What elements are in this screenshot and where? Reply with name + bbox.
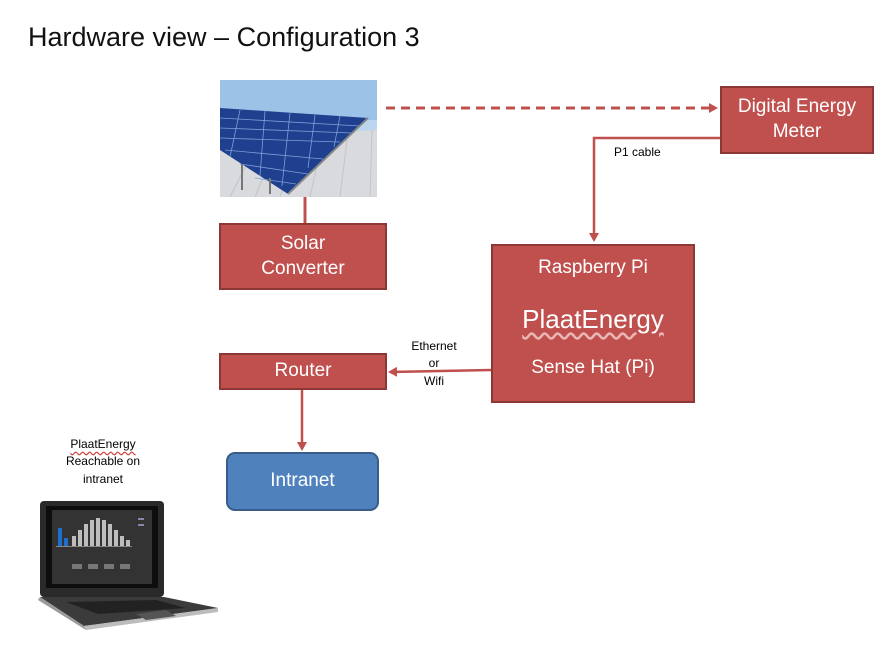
intranet-label: Intranet xyxy=(270,470,335,492)
raspberry-pi-label: Raspberry Pi xyxy=(538,257,648,278)
solar-panel-image xyxy=(220,80,377,197)
p1-cable-arrow xyxy=(589,136,720,242)
router-box: Router xyxy=(219,353,387,390)
intranet-box: Intranet xyxy=(226,452,379,511)
laptop-caption-line3: intranet xyxy=(82,471,124,486)
ethernet-wifi-label: Ethernet or Wifi xyxy=(402,338,466,390)
solar-converter-line2: Converter xyxy=(261,257,345,279)
p1-cable-label: P1 cable xyxy=(614,145,661,159)
router-label: Router xyxy=(274,360,332,382)
solar-converter-line1: Solar xyxy=(280,232,326,254)
digital-energy-meter-box: Digital Energy Meter xyxy=(720,86,874,154)
ethernet-label-line1: Ethernet xyxy=(411,339,457,353)
laptop-caption-line2: Reachable on xyxy=(65,454,141,469)
ethernet-label-line2: or xyxy=(428,356,440,371)
laptop-caption-line1: PlaatEnergy xyxy=(70,437,136,451)
solar-converter-box: Solar Converter xyxy=(219,223,387,290)
page-title: Hardware view – Configuration 3 xyxy=(28,22,420,52)
pi-to-router-arrow xyxy=(388,366,492,377)
laptop-caption: PlaatEnergy Reachable on intranet xyxy=(48,436,158,488)
digital-energy-meter-line2: Meter xyxy=(772,121,822,142)
sense-hat-label: Sense Hat (Pi) xyxy=(531,357,655,379)
plaatenergy-label: PlaatEnergy xyxy=(522,303,664,334)
raspberry-pi-box: Raspberry Pi PlaatEnergy Sense Hat (Pi) xyxy=(491,244,695,403)
ethernet-label-line3: Wifi xyxy=(424,373,444,388)
laptop-image xyxy=(38,501,218,630)
digital-energy-meter-line1: Digital Energy xyxy=(737,96,857,118)
